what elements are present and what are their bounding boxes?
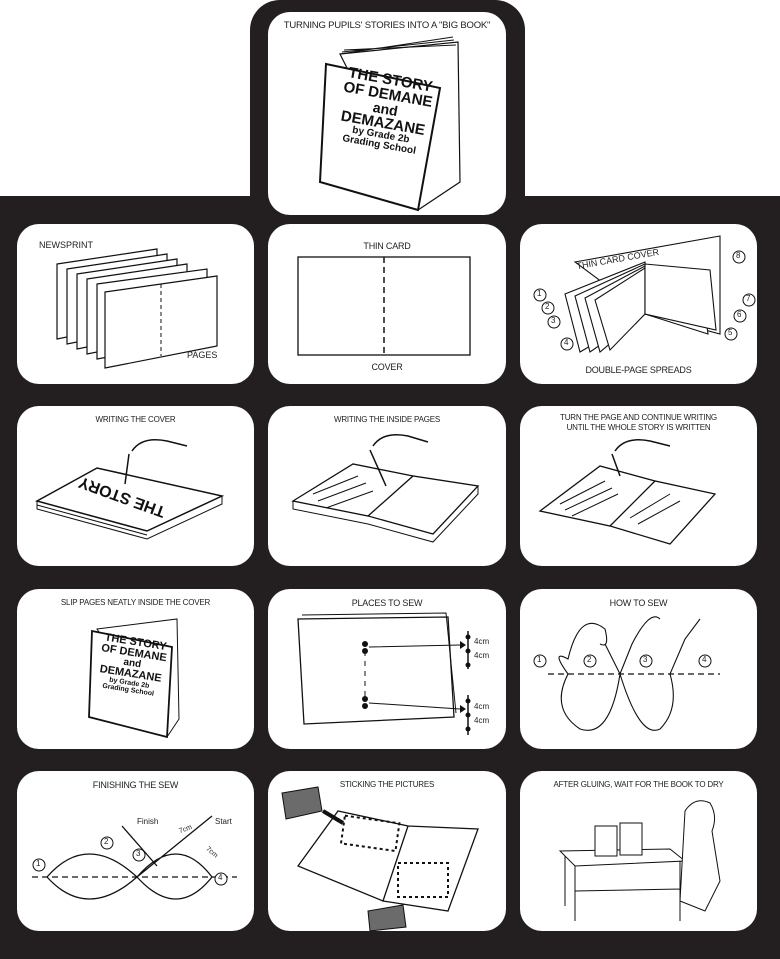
slip-pages-caption: SLIP PAGES NEATLY INSIDE THE COVER — [60, 598, 211, 607]
panel-how-to-sew: HOW TO SEW 1 2 3 4 — [520, 589, 757, 749]
places-to-sew-illustration — [297, 612, 471, 735]
thin-card-illustration — [297, 256, 471, 356]
sticking-pictures-illustration — [281, 786, 479, 931]
panel-double-page-spreads: 1 2 3 4 5 6 7 8 THIN CARD COVER DOUBLE-P… — [520, 224, 757, 384]
panel-finishing-sew: FINISHING THE SEW 1 2 3 4 Finish Start 7… — [17, 771, 254, 931]
cover-label: COVER — [371, 362, 403, 372]
writing-inside-illustration — [291, 434, 480, 543]
panel-wait-to-dry: AFTER GLUING, WAIT FOR THE BOOK TO DRY — [520, 771, 757, 931]
continue-writing-illustration — [538, 439, 717, 545]
panel-writing-inside: WRITING THE INSIDE PAGES — [268, 406, 506, 566]
drying-desk-illustration — [558, 800, 721, 921]
places-to-sew-caption: PLACES TO SEW — [351, 598, 423, 608]
newsprint-pages-illustration — [56, 248, 218, 369]
measure-3: 4cm — [474, 702, 490, 711]
sticking-pictures-caption: STICKING THE PICTURES — [339, 780, 435, 789]
spread-number-7: 7 — [746, 294, 751, 303]
finish-step-1: 1 — [36, 859, 41, 868]
slip-book-cover-text: THE STORY OF DEMANE and DEMAZANE by Grad… — [88, 631, 176, 700]
spreads-illustration — [533, 235, 756, 353]
spread-number-3: 3 — [551, 316, 556, 325]
spread-number-5: 5 — [728, 328, 733, 337]
big-book-illustration — [318, 36, 461, 212]
writing-cover-illustration — [35, 439, 225, 540]
spread-number-1: 1 — [537, 289, 542, 298]
start-label: Start — [215, 817, 232, 826]
finish-label: Finish — [137, 817, 159, 826]
slip-pages-illustration — [88, 618, 180, 739]
main-title: TURNING PUPILS' STORIES INTO A "BIG BOOK… — [283, 20, 491, 31]
wait-to-dry-caption: AFTER GLUING, WAIT FOR THE BOOK TO DRY — [553, 780, 724, 789]
sew-step-1: 1 — [537, 655, 542, 664]
panel-sticking-pictures: STICKING THE PICTURES — [268, 771, 506, 931]
pages-label: PAGES — [187, 350, 218, 360]
finishing-sew-illustration — [32, 815, 237, 900]
measure-1: 4cm — [474, 637, 490, 646]
title-panel: TURNING PUPILS' STORIES INTO A "BIG BOOK… — [268, 12, 506, 215]
sew-step-2: 2 — [587, 655, 592, 664]
finish-step-2: 2 — [104, 837, 109, 846]
finishing-sew-caption: FINISHING THE SEW — [92, 780, 179, 790]
panel-thin-card: THIN CARD COVER — [268, 224, 506, 384]
spread-number-4: 4 — [564, 338, 569, 347]
thin-card-label: THIN CARD — [363, 241, 411, 251]
measure-2: 4cm — [474, 651, 490, 660]
newsprint-label: NEWSPRINT — [39, 240, 93, 250]
continue-writing-caption-2: UNTIL THE WHOLE STORY IS WRITTEN — [566, 423, 711, 432]
panel-places-to-sew: PLACES TO SEW 4cm 4cm 4cm 4cm — [268, 589, 506, 749]
sew-step-4: 4 — [702, 655, 707, 664]
spread-number-6: 6 — [737, 310, 742, 319]
panel-writing-cover: WRITING THE COVER THE STORY — [17, 406, 254, 566]
sew-step-3: 3 — [643, 655, 648, 664]
writing-inside-caption: WRITING THE INSIDE PAGES — [333, 415, 441, 424]
spread-number-2: 2 — [545, 302, 550, 311]
finish-step-4: 4 — [218, 873, 223, 882]
panel-continue-writing: TURN THE PAGE AND CONTINUE WRITING UNTIL… — [520, 406, 757, 566]
how-to-sew-illustration — [533, 616, 720, 731]
spread-number-8: 8 — [736, 251, 741, 260]
double-page-spreads-label: DOUBLE-PAGE SPREADS — [585, 365, 692, 375]
continue-writing-caption-1: TURN THE PAGE AND CONTINUE WRITING — [560, 413, 717, 422]
how-to-sew-caption: HOW TO SEW — [609, 598, 668, 608]
writing-cover-caption: WRITING THE COVER — [95, 415, 176, 424]
finish-step-3: 3 — [136, 849, 141, 858]
panel-newsprint: NEWSPRINT PAGES — [17, 224, 254, 384]
panel-slip-pages: SLIP PAGES NEATLY INSIDE THE COVER THE S… — [17, 589, 254, 749]
measure-4: 4cm — [474, 716, 490, 725]
